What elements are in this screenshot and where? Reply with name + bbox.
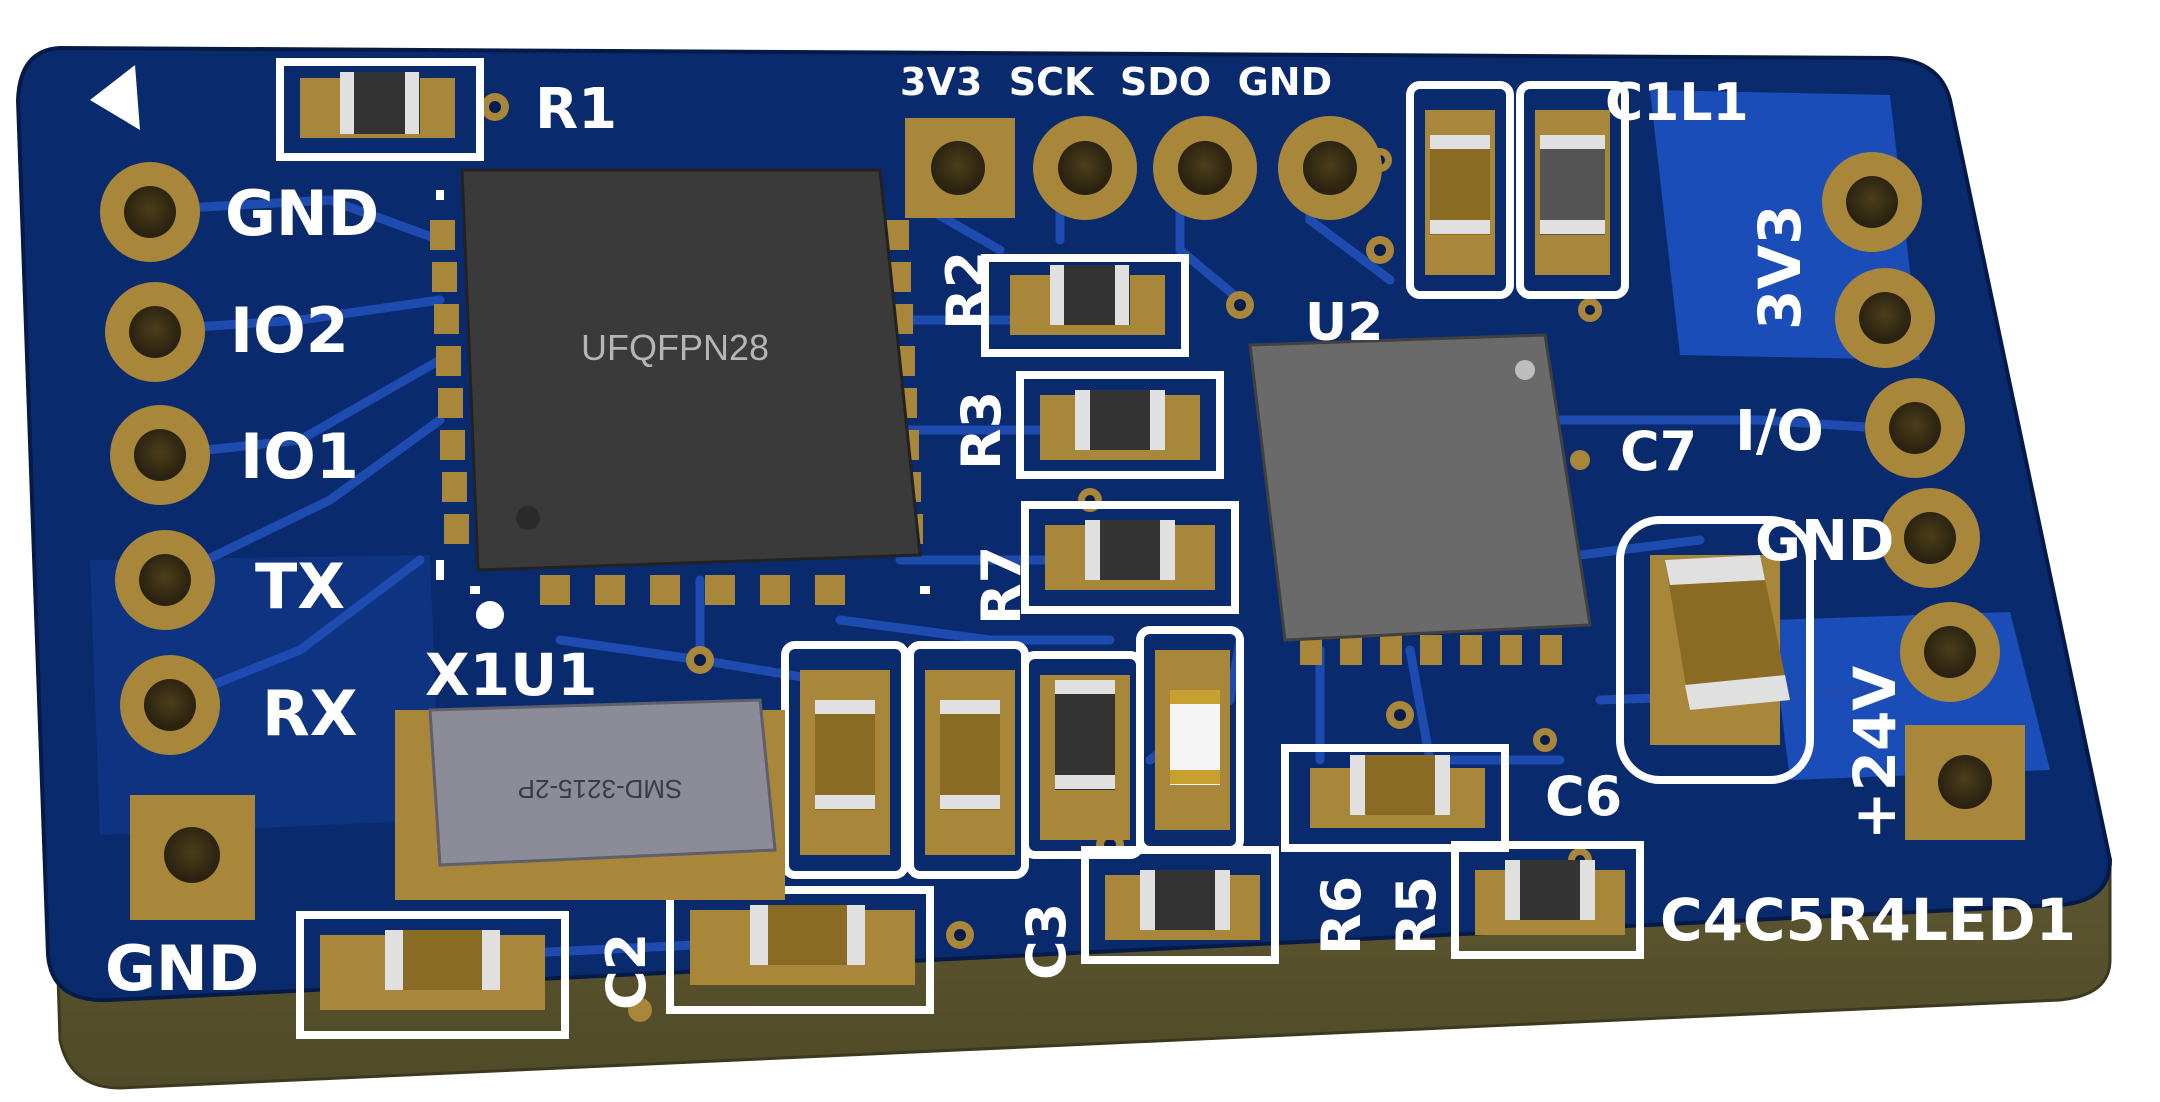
label-pin-gnd: GND xyxy=(225,177,379,250)
pin-io2 xyxy=(105,282,205,382)
label-pin-tx: TX xyxy=(255,550,345,623)
label-r5: R5 xyxy=(1385,876,1448,955)
pin-tx xyxy=(115,530,215,630)
label-bottom-right-refs: C4C5R4LED1 xyxy=(1660,886,2076,954)
label-x1u1: X1U1 xyxy=(425,641,598,709)
label-r2: R2 xyxy=(935,251,998,330)
label-r6: R6 xyxy=(1310,876,1373,955)
mcu-chip-label: UFQFPN28 xyxy=(581,327,769,368)
label-pin-3v3: 3V3 xyxy=(1746,204,1814,330)
label-pin-io: I/O xyxy=(1735,399,1824,464)
u2-chip xyxy=(1248,333,1592,665)
label-pin-rx: RX xyxy=(262,677,358,750)
label-r7: R7 xyxy=(970,546,1033,625)
pin-gnd-top xyxy=(100,162,200,262)
label-r1: R1 xyxy=(535,77,617,142)
crystal: SMD-3215-2P xyxy=(395,698,785,900)
label-c3: C3 xyxy=(1015,903,1078,980)
label-u2: U2 xyxy=(1305,293,1383,353)
top-pin-header xyxy=(905,116,1382,220)
label-top-pins: 3V3 SCK SDO GND xyxy=(900,60,1332,104)
pin-io1 xyxy=(110,405,210,505)
pin-gnd-bottom xyxy=(130,795,255,920)
label-c2: C2 xyxy=(595,933,658,1010)
mcu-chip: UFQFPN28 xyxy=(430,168,923,605)
label-pin-io2: IO2 xyxy=(230,294,349,367)
pin-rx xyxy=(120,655,220,755)
label-c7: C7 xyxy=(1620,420,1697,483)
silkscreen-labels: R1 3V3 SCK SDO GND C1L1 GND IO2 IO1 TX R… xyxy=(105,60,2076,1010)
label-r3: R3 xyxy=(950,391,1013,470)
left-pin-header xyxy=(100,162,255,920)
triangle-marker-icon xyxy=(90,65,140,130)
label-c6: C6 xyxy=(1545,765,1622,828)
label-pin-io1: IO1 xyxy=(240,420,359,493)
label-c1l1: C1L1 xyxy=(1605,73,1749,133)
smd-parts xyxy=(300,72,1790,1010)
crystal-label: SMD-3215-2P xyxy=(518,774,683,804)
label-pin-24v: +24V xyxy=(1841,666,1909,840)
right-pin-header xyxy=(1822,152,2025,840)
label-pin-gnd-right: GND xyxy=(1755,509,1894,574)
label-pin-gnd-bottom: GND xyxy=(105,932,259,1005)
